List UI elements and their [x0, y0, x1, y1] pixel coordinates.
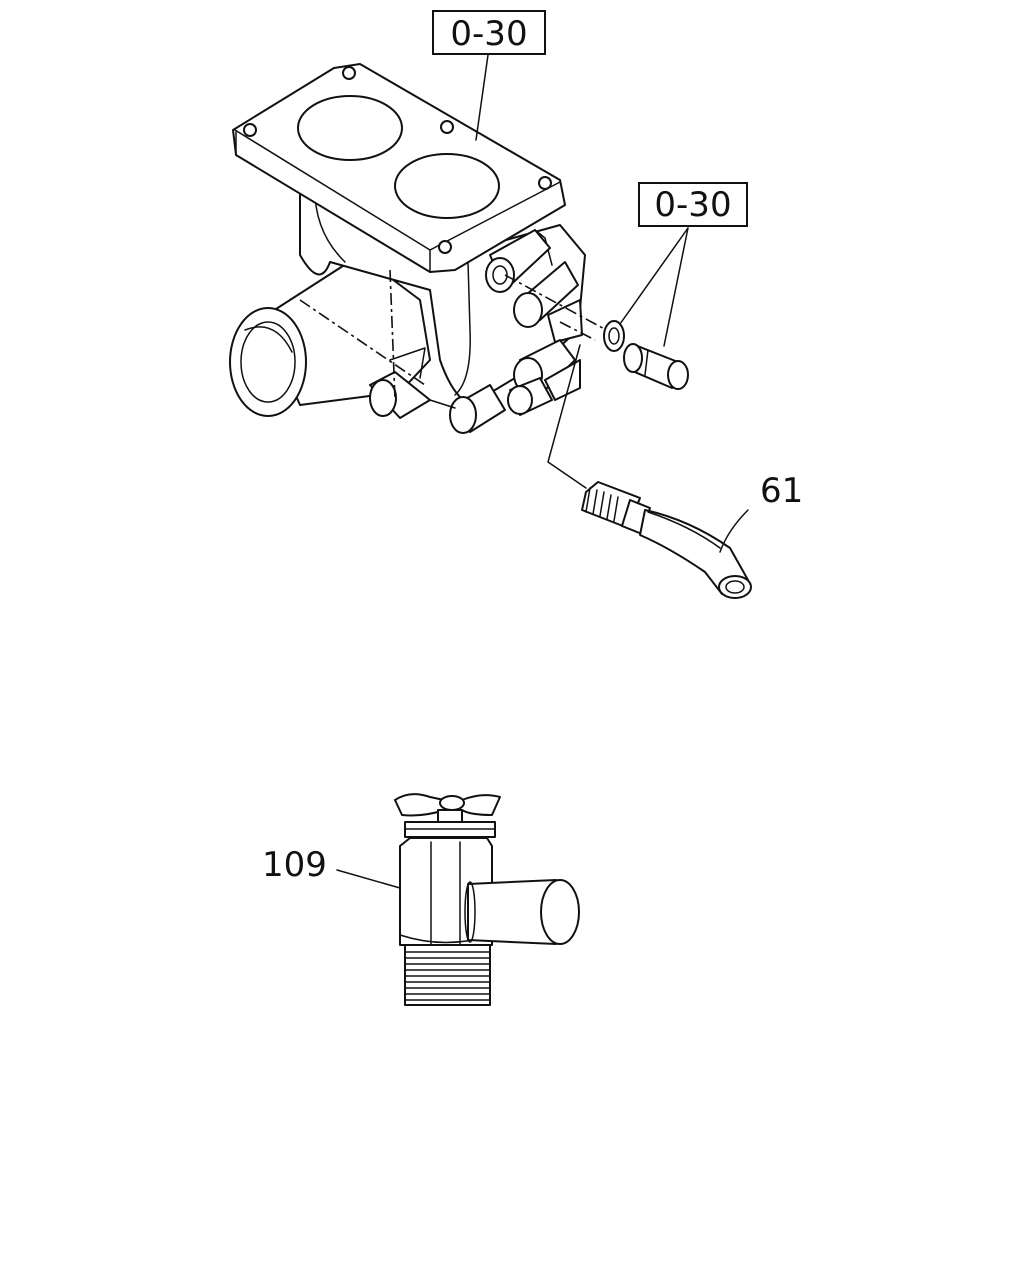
washer: [603, 320, 625, 352]
leader-ref-side-plug: [663, 227, 689, 347]
alignment-line-upper: [504, 274, 611, 333]
callout-ref-side-text: 0-30: [654, 185, 731, 225]
callout-ref-top[interactable]: 0-30: [432, 10, 546, 55]
callout-part-109[interactable]: 109: [262, 845, 327, 885]
leader-hose-mount: [547, 344, 587, 489]
hose-assembly: [581, 481, 752, 599]
alignment-line-lower: [559, 321, 596, 341]
plug-fitting: [623, 343, 689, 390]
callout-ref-top-text: 0-30: [450, 14, 527, 54]
callout-part-61[interactable]: 61: [760, 471, 803, 511]
drain-valve: [394, 793, 580, 1006]
leader-hose: [719, 509, 749, 553]
thermostat-housing: [229, 63, 586, 434]
callout-ref-side[interactable]: 0-30: [638, 182, 748, 227]
leader-ref-side-washer: [619, 227, 689, 325]
leader-ref-top: [475, 54, 489, 141]
leader-valve: [336, 869, 401, 889]
